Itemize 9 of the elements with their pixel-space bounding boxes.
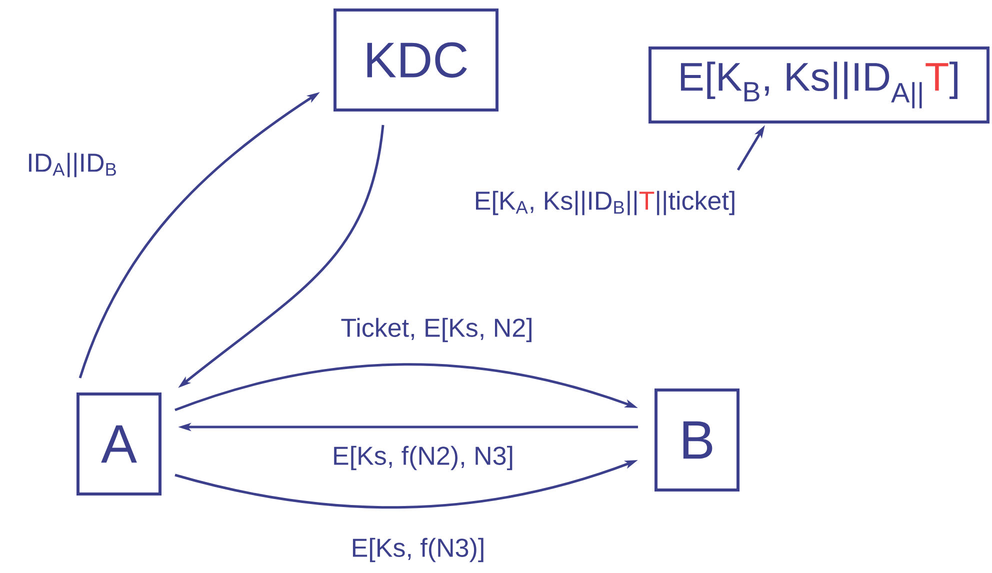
party-box: A bbox=[76, 392, 162, 496]
ticket-box: E[K$_{B}$, Ks||ID$_{A||}$ T] bbox=[648, 46, 990, 124]
edge-label: Ticket, E[Ks, N2] bbox=[340, 316, 534, 344]
edge-label: E[Ks, f(N3)] bbox=[350, 536, 486, 564]
party-box: B bbox=[654, 388, 740, 492]
edge-label: ID$_{A}$||ID$_{B}$ bbox=[26, 152, 118, 178]
edge-label: E[Ks, f(N2), N3] bbox=[331, 444, 516, 472]
message-text: E[K$_{A}$, Ks||ID$_{B}$||T||ticket] bbox=[476, 190, 734, 216]
kdc-box: KDC bbox=[334, 8, 498, 112]
